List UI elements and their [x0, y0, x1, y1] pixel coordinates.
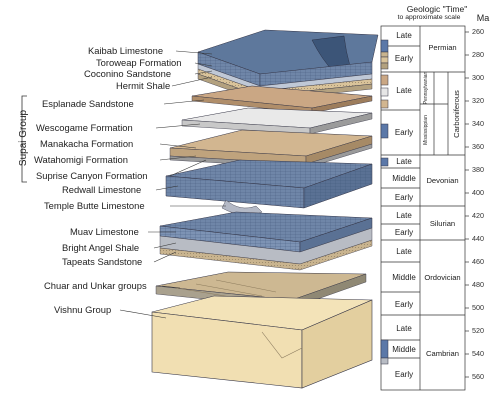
- ma-tick-480: 480: [472, 280, 484, 289]
- label-redwall-limestone: Redwall Limestone: [62, 184, 142, 195]
- timescale-header-title: Geologic "Time": [406, 4, 468, 14]
- ma-tick-320: 320: [472, 96, 484, 105]
- epoch-mississippian-early: Early: [394, 128, 414, 137]
- ma-tick-540: 540: [472, 349, 484, 358]
- ma-tick-380: 380: [472, 165, 484, 174]
- timescale-unit: Ma: [476, 13, 490, 23]
- temple-butte-channel: [221, 199, 263, 216]
- ma-tick-520: 520: [472, 326, 484, 335]
- ma-tick-300: 300: [472, 73, 484, 82]
- epoch-silurian-early: Early: [394, 228, 414, 237]
- label-coconino-sandstone: Coconino Sandstone: [84, 68, 172, 79]
- ma-tick-420: 420: [472, 211, 484, 220]
- label-surprise-canyon-formation: Suprise Canyon Formation: [36, 170, 148, 181]
- epoch-permian-late: Late: [396, 31, 412, 40]
- epoch-devonian-middle: Middle: [392, 174, 416, 183]
- label-wescogame-formation: Wescogame Formation: [36, 122, 133, 133]
- ma-tick-460: 460: [472, 257, 484, 266]
- ma-tick-260: 260: [472, 27, 484, 36]
- ma-tick-340: 340: [472, 119, 484, 128]
- label-temple-butte-limestone: Temple Butte Limestone: [44, 200, 145, 211]
- epoch-ordovician-late: Late: [396, 247, 412, 256]
- label-vishnu-group: Vishnu Group: [54, 304, 112, 315]
- period-carboniferous: Carboniferous: [452, 90, 461, 138]
- epoch-devonian-late: Late: [396, 157, 412, 166]
- leader-lines: [119, 50, 226, 319]
- ma-tick-400: 400: [472, 188, 484, 197]
- ma-tick-360: 360: [472, 142, 484, 151]
- age-markers: [380, 39, 389, 365]
- epoch-ordovician-middle: Middle: [392, 273, 416, 282]
- block-manakacha: [169, 129, 373, 169]
- period-devonian: Devonian: [426, 176, 459, 185]
- timescale-header-subtitle: to approximate scale: [397, 14, 461, 21]
- block-esplanade: [191, 85, 373, 114]
- label-toroweap-formation: Toroweap Formation: [96, 57, 182, 68]
- period-ordovician: Ordovician: [424, 273, 461, 282]
- label-tapeats-sandstone: Tapeats Sandstone: [62, 256, 143, 267]
- label-chuar-and-unkar-groups: Chuar and Unkar groups: [44, 280, 147, 291]
- ma-tick-500: 500: [472, 303, 484, 312]
- label-esplanade-sandstone: Esplanade Sandstone: [42, 98, 134, 109]
- supai-bracket: [21, 95, 27, 183]
- epoch-permian-early: Early: [394, 54, 414, 63]
- epoch-silurian-late: Late: [396, 211, 412, 220]
- block-tonto: [159, 211, 373, 271]
- block-wescogame: [181, 107, 373, 135]
- block-vishnu: [151, 295, 373, 389]
- label-bright-angel-shale: Bright Angel Shale: [62, 242, 140, 253]
- epoch-ordovician-early: Early: [394, 300, 414, 309]
- block-redwall: [165, 159, 373, 216]
- label-kaibab-limestone: Kaibab Limestone: [88, 45, 164, 56]
- period-permian: Permian: [428, 43, 457, 52]
- epoch-cambrian-middle: Middle: [392, 345, 416, 354]
- period-cambrian: Cambrian: [426, 349, 459, 358]
- time-column: [380, 25, 469, 391]
- ma-tick-560: 560: [472, 372, 484, 381]
- epoch-cambrian-early: Early: [394, 370, 414, 379]
- period-pennsylvanian: Pennsylvanian: [423, 71, 429, 105]
- ma-tick-440: 440: [472, 234, 484, 243]
- label-muav-limestone: Muav Limestone: [70, 226, 139, 237]
- period-silurian: Silurian: [429, 219, 456, 228]
- epoch-cambrian-late: Late: [396, 324, 412, 333]
- period-mississippian: Mississippian: [423, 115, 429, 145]
- label-supai-group: Supai Group: [18, 109, 29, 167]
- ma-tick-280: 280: [472, 50, 484, 59]
- label-watahomigi-formation: Watahomigi Formation: [34, 154, 128, 165]
- epoch-pennsylvanian-late: Late: [396, 86, 412, 95]
- label-hermit-shale: Hermit Shale: [116, 80, 171, 91]
- label-manakacha-formation: Manakacha Formation: [40, 138, 134, 149]
- epoch-devonian-early: Early: [394, 193, 414, 202]
